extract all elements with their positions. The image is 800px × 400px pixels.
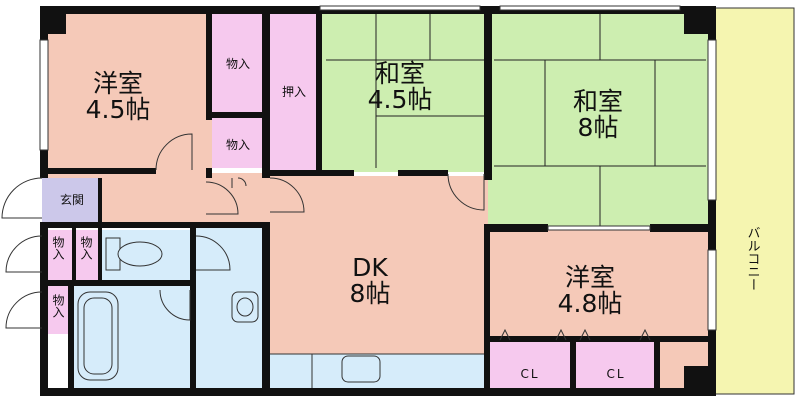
japanese-room-2-name: 和室 bbox=[573, 87, 623, 116]
storage-left-c-label: 物入 bbox=[51, 294, 65, 318]
entrance bbox=[42, 178, 100, 223]
columns bbox=[40, 6, 716, 396]
western-room-1 bbox=[42, 8, 212, 173]
japanese-room-1 bbox=[322, 8, 488, 172]
western-room-1-size: 4.5帖 bbox=[86, 95, 151, 124]
oshiire-label: 押入 bbox=[282, 85, 306, 99]
japanese-room-1-size: 4.5帖 bbox=[368, 85, 433, 114]
entrance-label: 玄関 bbox=[60, 192, 84, 207]
japanese-room-2-size: 8帖 bbox=[578, 113, 619, 142]
tatami-lines-2 bbox=[494, 14, 706, 226]
storage-left-a bbox=[44, 230, 72, 280]
toilet-bowl bbox=[117, 241, 163, 267]
cl-left bbox=[490, 342, 572, 394]
western-room-2-size: 4.8帖 bbox=[558, 289, 623, 318]
cl-right bbox=[575, 342, 657, 394]
western-room-2 bbox=[488, 230, 714, 342]
sink bbox=[341, 355, 381, 383]
cl-right-label: CL bbox=[606, 367, 625, 381]
tatami-lines-1 bbox=[326, 14, 484, 168]
dining-kitchen-size: 8帖 bbox=[350, 279, 391, 308]
storage-left-c bbox=[44, 286, 72, 334]
storage-mid bbox=[212, 118, 264, 168]
western-room-1-name: 洋室 bbox=[93, 69, 143, 98]
japanese-room-2 bbox=[488, 8, 714, 230]
storage-top-label: 物入 bbox=[226, 57, 250, 71]
western-room-2-name: 洋室 bbox=[565, 263, 615, 292]
dining-kitchen bbox=[270, 176, 488, 354]
balcony-area bbox=[713, 7, 795, 395]
storage-left-b bbox=[72, 230, 100, 280]
storage-top bbox=[212, 8, 264, 112]
cl-left-label: CL bbox=[520, 367, 539, 381]
oshiire-closet bbox=[270, 8, 322, 172]
storage-mid-label: 物入 bbox=[226, 138, 250, 152]
storage-left-b-label: 物入 bbox=[79, 236, 93, 260]
storage-left-a-label: 物入 bbox=[51, 236, 65, 260]
japanese-room-1-name: 和室 bbox=[375, 59, 425, 88]
doors bbox=[1, 133, 651, 341]
fixtures bbox=[77, 237, 484, 388]
dining-kitchen-name: DK bbox=[352, 253, 388, 282]
balcony-label: バルコニー bbox=[745, 226, 761, 291]
windows bbox=[39, 5, 717, 331]
